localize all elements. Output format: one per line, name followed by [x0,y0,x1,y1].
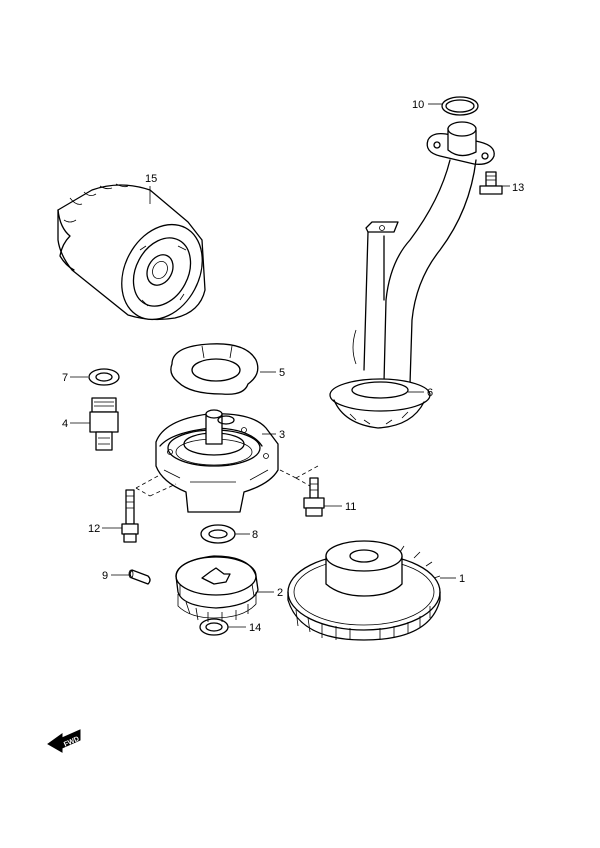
drive-gear-2 [175,555,259,622]
callout-label-13: 13 [512,182,524,194]
callout-10: 10 [412,99,442,111]
callout-label-11: 11 [345,501,356,513]
alignment-guides [135,465,319,497]
gasket-5 [170,343,259,395]
washer-14 [199,618,229,636]
callout-label-12: 12 [88,523,100,535]
washer-8 [200,524,236,544]
callout-11: 11 [324,501,356,513]
callout-6: 6 [408,387,433,399]
callout-label-8: 8 [252,529,258,541]
bolt-13 [479,171,503,195]
washer-7 [88,368,120,386]
callout-9: 9 [102,570,130,582]
callout-4: 4 [62,418,90,430]
bolt-12 [121,489,139,543]
fwd-arrow-icon: FWD [47,729,81,753]
callout-label-5: 5 [279,367,285,379]
callout-label-10: 10 [412,99,424,111]
callout-15: 15 [145,173,157,204]
callout-label-15: 15 [145,173,157,185]
callout-label-6: 6 [427,387,433,399]
oil-filter [57,183,206,321]
callout-7: 7 [62,372,88,384]
callout-label-14: 14 [249,622,261,634]
callout-1: 1 [440,573,465,585]
callout-2: 2 [258,587,283,599]
callout-14: 14 [228,622,261,634]
callout-label-3: 3 [279,429,285,441]
callout-3: 3 [262,429,285,441]
callout-label-2: 2 [277,587,283,599]
callout-8: 8 [235,529,258,541]
o-ring-10 [441,96,479,116]
pin-9 [128,569,151,585]
bolt-11 [303,477,325,517]
oil-pump-body [155,409,279,513]
callout-label-9: 9 [102,570,108,582]
callout-5: 5 [260,367,285,379]
driven-gear-1 [287,540,441,641]
plug-4 [89,397,119,451]
callout-label-4: 4 [62,418,68,430]
oil-strainer-pipe [329,121,495,429]
callout-12: 12 [88,523,122,535]
callout-label-7: 7 [62,372,68,384]
callout-13: 13 [502,182,524,194]
callout-label-1: 1 [459,573,465,585]
